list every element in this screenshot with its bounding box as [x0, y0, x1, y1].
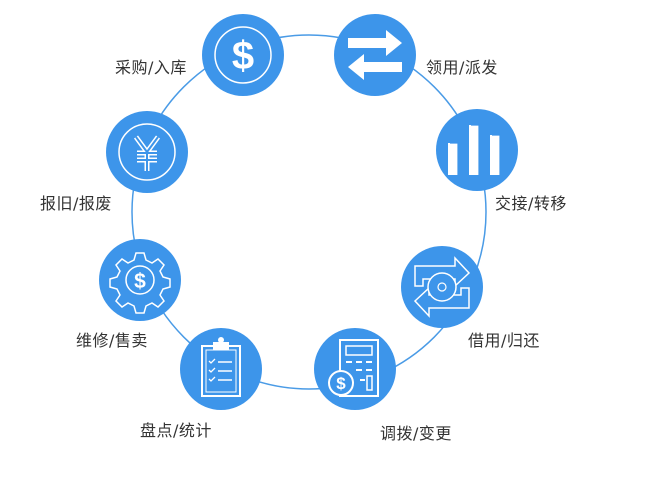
- step-purchase-node: $: [202, 14, 284, 96]
- step-allocate-node: $: [314, 328, 396, 410]
- svg-text:$: $: [336, 374, 346, 393]
- step-repair-label: 维修/售卖: [76, 331, 148, 350]
- gear-dollar-icon: $: [109, 252, 171, 314]
- swap-arrows-icon: [348, 30, 402, 80]
- step-repair-node: $: [99, 239, 181, 321]
- step-scrap-node: [106, 111, 188, 193]
- step-issue-node: [334, 14, 416, 96]
- step-transfer-node: [436, 109, 518, 191]
- step-borrow-label: 借用/归还: [468, 331, 540, 350]
- step-transfer-label: 交接/转移: [495, 194, 567, 213]
- bar-chart-icon: [448, 124, 501, 175]
- step-borrow-node: [401, 246, 483, 328]
- svg-text:$: $: [232, 34, 254, 78]
- svg-text:$: $: [134, 270, 146, 293]
- yen-coin-icon: [118, 123, 176, 181]
- exchange-cycle-icon: [413, 256, 471, 318]
- calculator-icon: $: [328, 339, 379, 397]
- step-inventory-node: [180, 328, 262, 410]
- step-scrap-label: 报旧/报废: [40, 194, 112, 213]
- clipboard-checklist-icon: [201, 337, 241, 397]
- step-allocate-label: 调拨/变更: [380, 424, 452, 443]
- step-purchase-label: 采购/入库: [115, 58, 187, 77]
- dollar-coin-icon: $: [214, 26, 272, 84]
- step-issue-label: 领用/派发: [426, 58, 498, 77]
- step-inventory-label: 盘点/统计: [140, 421, 212, 440]
